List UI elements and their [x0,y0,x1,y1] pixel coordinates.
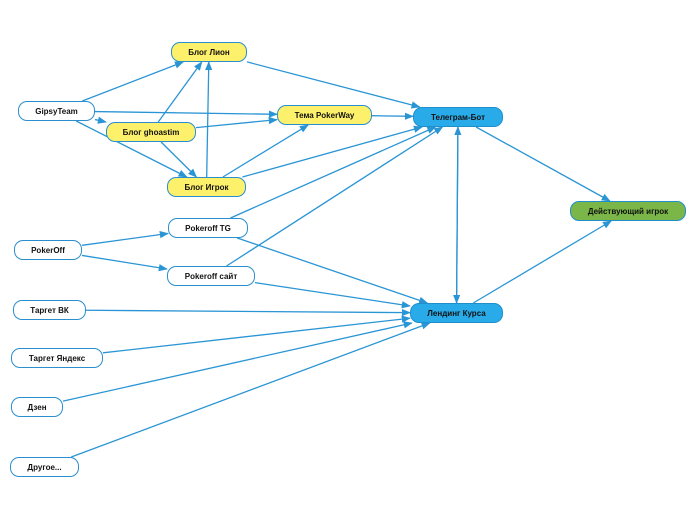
node-target-yandex[interactable]: Таргет Яндекс [11,348,103,368]
edge-other-to-landing [71,322,431,458]
node-target-vk[interactable]: Таргет ВК [13,300,86,320]
edge-igrok-to-pokerway [222,124,309,178]
edge-landing-to-tgbot [454,126,462,304]
node-pokeroff[interactable]: PokerOff [14,240,82,260]
node-telegram-bot[interactable]: Телеграм-Бот [413,107,503,127]
edge-gipsy-to-igrok [75,120,188,178]
edge-ghoast-to-lion [157,61,203,123]
edge-ghoast-to-igrok [160,141,198,178]
edge-gipsy-to-lion [82,61,185,102]
edge-igrok-to-lion [205,61,213,178]
edge-dzen-to-landing [62,321,413,402]
node-blog-ghoastim[interactable]: Блог ghoastim [106,122,196,142]
node-blog-igrok[interactable]: Блог Игрок [167,177,246,197]
edge-lion-to-tgbot [246,61,421,109]
node-pokeroff-site[interactable]: Pokeroff сайт [167,266,255,286]
node-other[interactable]: Другое... [10,457,79,477]
edge-pokeroff-to-pokeroffsite [81,254,168,272]
edge-pokeroff-to-pokerofftg [81,231,169,246]
edge-tgbot-to-active [475,126,611,202]
edge-pokerway-to-tgbot [371,112,414,120]
node-gipsyteam[interactable]: GipsyTeam [18,101,95,121]
node-tema-pokerway[interactable]: Тема PokerWay [277,105,372,125]
edge-yandex-to-landing [102,315,411,354]
edge-pokerofftg-to-landing [237,237,429,304]
edge-igrok-to-tgbot [242,125,423,178]
node-blog-lion[interactable]: Блог Лион [171,42,247,62]
node-active-player[interactable]: Действующий игрок [570,201,686,221]
edge-pokerofftg-to-tgbot [230,126,437,219]
node-pokeroff-tg[interactable]: Pokeroff TG [168,218,248,238]
edge-pokeroffsite-to-tgbot [226,126,444,267]
edge-gipsy-to-pokerway [94,110,278,118]
edge-gipsy-to-ghoast [94,116,107,124]
node-dzen[interactable]: Дзен [11,397,63,417]
edge-ghoast-to-pokerway [195,116,278,129]
node-landing-course[interactable]: Лендинг Курса [410,303,503,323]
edge-landing-to-active [472,220,612,304]
edge-vk-to-landing [85,308,411,317]
edge-pokeroffsite-to-landing [254,281,411,309]
